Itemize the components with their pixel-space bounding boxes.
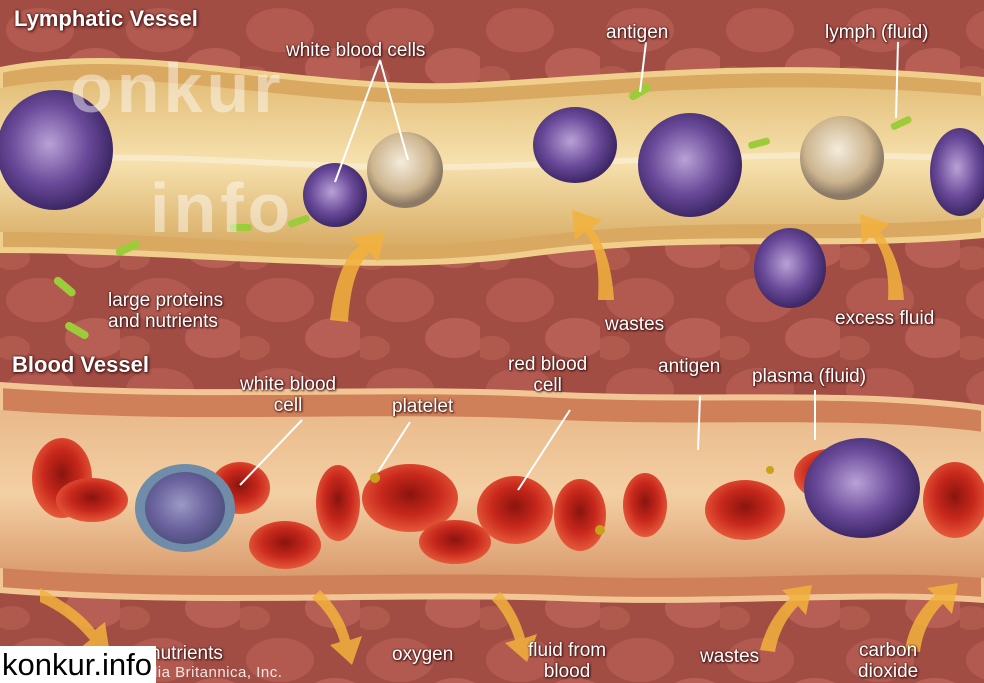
lymphatic-vessel-title: Lymphatic Vessel [14,6,198,32]
label-white-blood-cell: white blood cell [240,374,336,416]
label-lymph-fluid: lymph (fluid) [825,22,928,43]
label-fluid-from-blood: fluid from blood [528,640,606,682]
label-excess-fluid: excess fluid [835,308,934,329]
label-oxygen: oxygen [392,644,453,665]
label-large-proteins: large proteins and nutrients [108,290,223,332]
label-plasma-fluid: plasma (fluid) [752,366,866,387]
label-white-blood-cells: white blood cells [286,40,425,61]
label-bottom-wastes: wastes [700,646,759,667]
label-lymph-antigen: antigen [606,22,668,43]
watermark-large-line2: info [150,168,294,248]
label-carbon-dioxide: carbon dioxide [858,640,918,682]
blood-vessel-title: Blood Vessel [12,352,149,378]
label-platelet: platelet [392,396,453,417]
label-blood-antigen: antigen [658,356,720,377]
label-nutrients: nutrients [150,643,223,664]
watermark-large-line1: onkur [70,48,284,128]
label-lymph-wastes: wastes [605,314,664,335]
label-red-blood-cell: red blood cell [508,354,587,396]
watermark-small: konkur.info [0,646,156,683]
